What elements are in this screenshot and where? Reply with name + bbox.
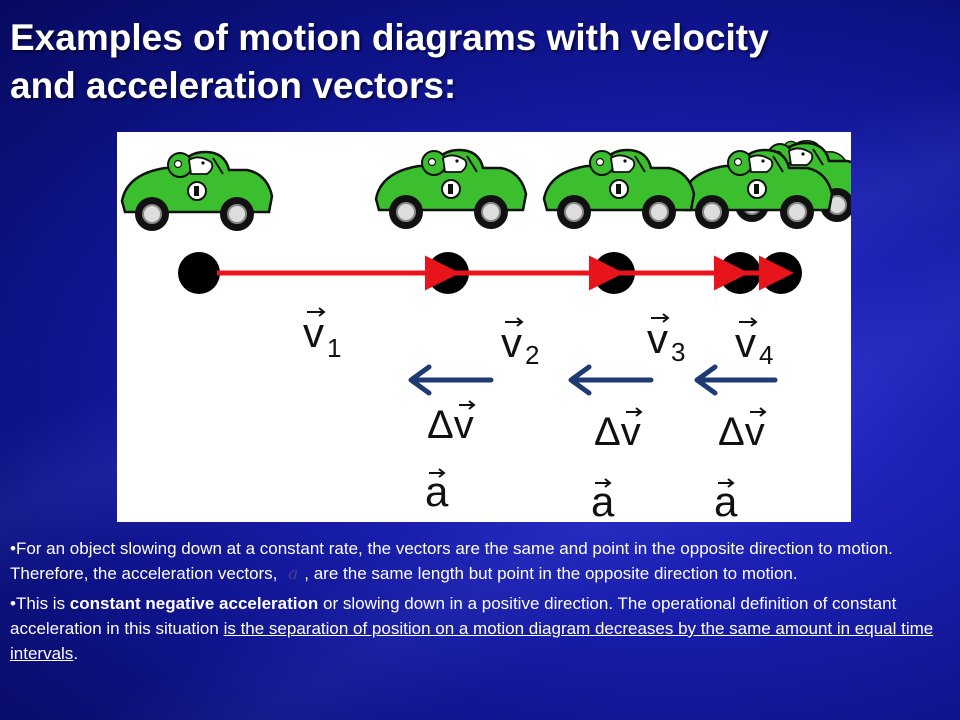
velocity-label-2: v (501, 319, 522, 366)
note-2-bullet: •This is (10, 594, 70, 613)
car-icon-3 (542, 148, 696, 231)
position-dot-1 (178, 252, 220, 294)
delta-v-label-2: Δv (594, 410, 641, 454)
note-2-bold: constant negative acceleration (69, 594, 319, 613)
delta-v-arrow-3 (694, 364, 778, 396)
slide-title: Examples of motion diagrams with velocit… (10, 14, 950, 110)
slide-title-line-1: Examples of motion diagrams with velocit… (10, 17, 769, 58)
note-2-middle: or slowing down in a positive direction.… (10, 594, 897, 638)
velocity-subscript-4: 4 (759, 340, 773, 370)
note-1-text: •For an object slowing down at a constan… (10, 539, 893, 583)
motion-diagram-canvas: v 1 v 2 v 3 v 4 Δv (120, 139, 851, 522)
motion-diagram: v 1 v 2 v 3 v 4 Δv (117, 132, 851, 522)
velocity-label-1: v (303, 309, 324, 356)
note-2-end: . (73, 644, 79, 663)
velocity-subscript-1: 1 (327, 333, 341, 363)
note-2-underlined: is the separation of position on a motio… (10, 619, 934, 663)
acceleration-symbol: a (288, 564, 299, 584)
velocity-subscript-2: 2 (525, 340, 539, 370)
explanation-text: •For an object slowing down at a constan… (10, 536, 950, 666)
acceleration-label-2: a (591, 478, 615, 522)
acceleration-label-3: a (714, 478, 738, 522)
note-paragraph-2: •This is constant negative acceleration … (10, 591, 950, 666)
velocity-label-4: v (735, 319, 756, 366)
delta-v-arrow-2 (568, 364, 654, 396)
delta-v-label-3: Δv (718, 410, 765, 454)
slide-title-line-2: and acceleration vectors: (10, 65, 457, 106)
acceleration-label-1: a (425, 468, 449, 515)
delta-v-arrow-1 (408, 364, 494, 396)
velocity-subscript-3: 3 (671, 337, 685, 367)
note-1-tail: , are the same length but point in the o… (304, 564, 798, 583)
delta-v-label-1: Δv (427, 403, 474, 447)
car-icon-1 (120, 150, 274, 233)
velocity-label-3: v (647, 315, 668, 362)
car-icon-2 (374, 148, 528, 231)
note-paragraph-1: •For an object slowing down at a constan… (10, 536, 950, 587)
